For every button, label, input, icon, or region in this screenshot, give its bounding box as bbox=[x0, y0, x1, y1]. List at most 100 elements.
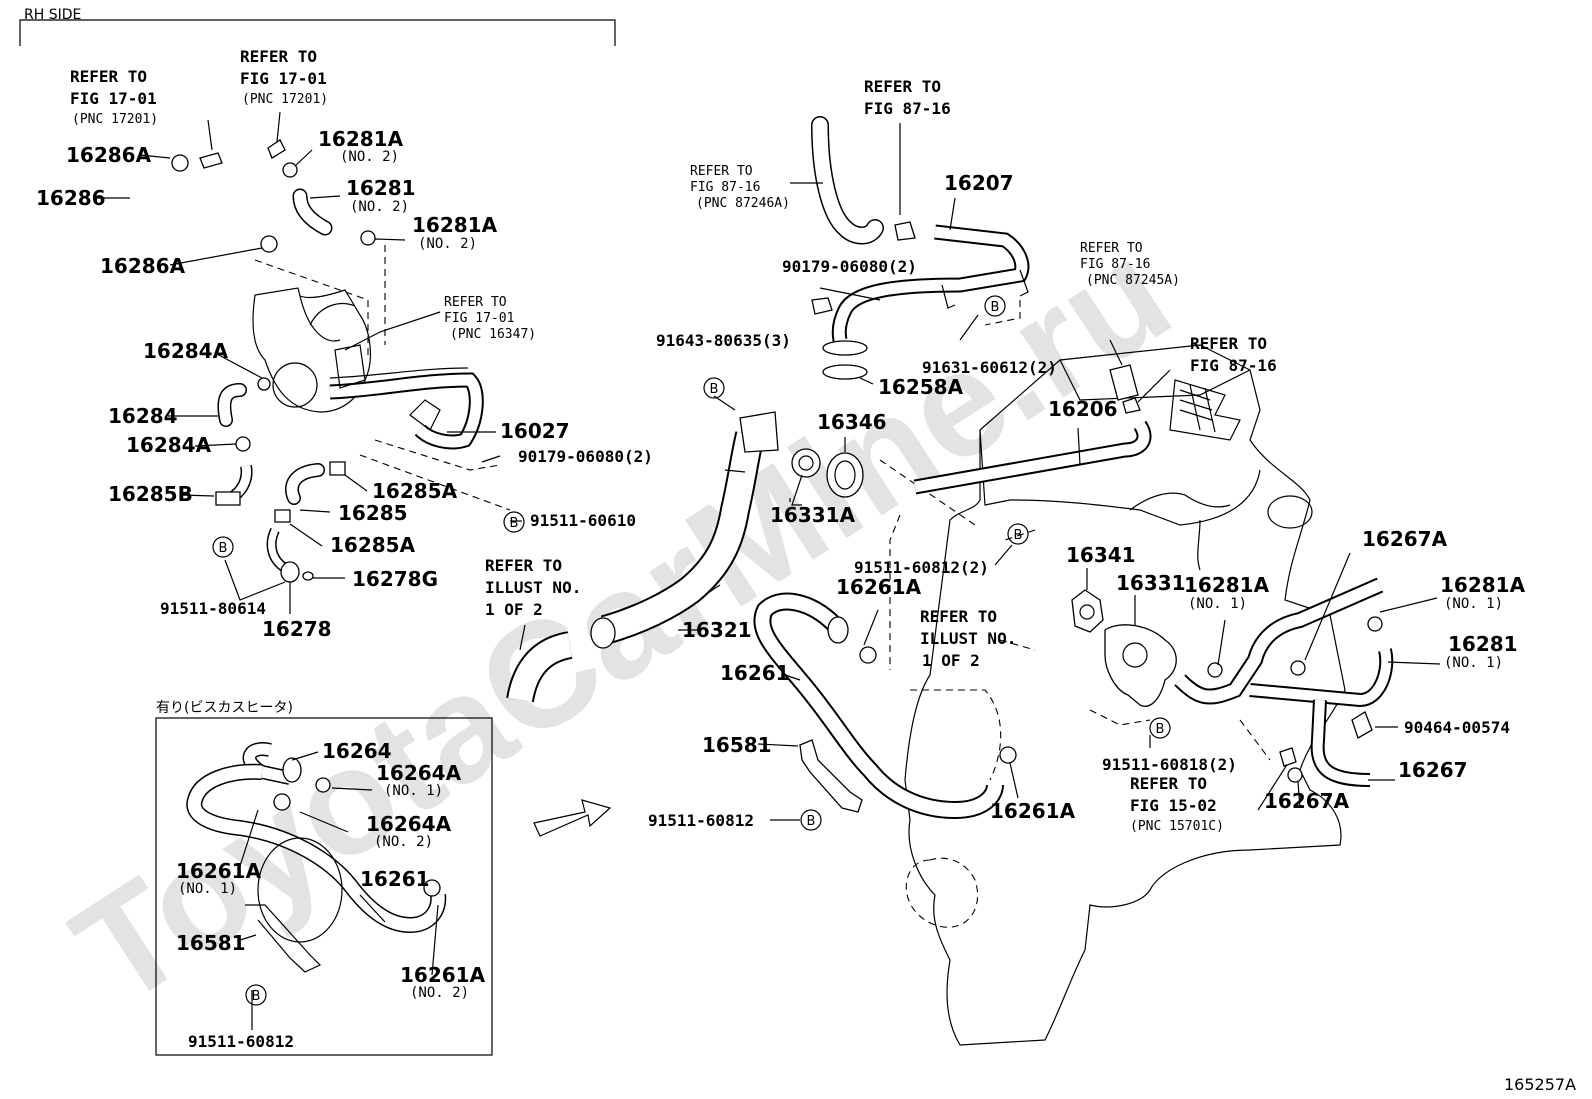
svg-text:(PNC 87245A): (PNC 87245A) bbox=[1086, 273, 1180, 288]
part-label: (NO. 1) bbox=[1444, 596, 1503, 612]
part-label: (NO. 1) bbox=[178, 881, 237, 897]
bolt-symbols: B B B B B B B B bbox=[212, 295, 1171, 1006]
part-label: 91511-60812 bbox=[188, 1032, 294, 1051]
part-label: 90464-00574 bbox=[1404, 718, 1510, 737]
section-title: RH SIDE bbox=[24, 7, 81, 23]
svg-text:B: B bbox=[710, 382, 719, 397]
part-label: 16258A bbox=[878, 375, 964, 399]
svg-text:(PNC 87246A): (PNC 87246A) bbox=[696, 196, 790, 211]
part-label: 16261 bbox=[360, 867, 430, 891]
ref-fig8716-b: REFER TO FIG 87-16 (PNC 87246A) bbox=[690, 164, 790, 211]
svg-text:REFER TO: REFER TO bbox=[690, 164, 753, 179]
ref-fig8716-a: REFER TO FIG 87-16 bbox=[864, 77, 951, 118]
part-label: 16286 bbox=[36, 186, 106, 210]
svg-text:FIG 17-01: FIG 17-01 bbox=[240, 69, 327, 88]
part-label: (NO. 1) bbox=[384, 783, 443, 799]
part-label: 16341 bbox=[1066, 543, 1136, 567]
part-label: 16285 bbox=[338, 501, 408, 525]
part-label: 16286A bbox=[66, 143, 152, 167]
part-label: 16278 bbox=[262, 617, 332, 641]
part-label: 16281A bbox=[412, 213, 498, 237]
ref-fig8716-c: REFER TO FIG 87-16 (PNC 87245A) bbox=[1080, 241, 1180, 288]
svg-text:REFER TO: REFER TO bbox=[1190, 334, 1267, 353]
bolt-b-icon: B bbox=[800, 809, 822, 831]
svg-text:B: B bbox=[991, 300, 1000, 315]
part-label: 16206 bbox=[1048, 397, 1118, 421]
svg-text:REFER TO: REFER TO bbox=[1130, 774, 1207, 793]
svg-text:FIG 87-16: FIG 87-16 bbox=[864, 99, 951, 118]
part-label: 16278G bbox=[352, 567, 438, 591]
svg-text:REFER TO: REFER TO bbox=[70, 67, 147, 86]
part-label: 16267A bbox=[1264, 789, 1350, 813]
svg-text:FIG 17-01: FIG 17-01 bbox=[444, 311, 514, 326]
part-label: 16281A bbox=[1184, 573, 1270, 597]
part-label: 16261 bbox=[720, 661, 790, 685]
part-label: 16261A bbox=[176, 859, 262, 883]
part-label: 16284A bbox=[126, 433, 212, 457]
part-labels: 16286A 16286 16286A 16281A (NO. 2) 16281… bbox=[36, 127, 1526, 1051]
part-label: 16281A bbox=[1440, 573, 1526, 597]
bolt-b-icon: B bbox=[703, 377, 725, 399]
svg-text:REFER TO: REFER TO bbox=[444, 295, 507, 310]
viscous-heater-inset bbox=[155, 717, 493, 1056]
part-label: (NO. 1) bbox=[1188, 596, 1247, 612]
part-label: 16284 bbox=[108, 404, 178, 428]
bolt-b-icon: B bbox=[1007, 523, 1029, 545]
part-label: (NO. 2) bbox=[350, 199, 409, 215]
part-label: 16285A bbox=[372, 479, 458, 503]
turbo-housing bbox=[168, 245, 522, 614]
part-label: 16581 bbox=[702, 733, 772, 757]
svg-text:REFER TO: REFER TO bbox=[864, 77, 941, 96]
part-label: 16261A bbox=[990, 799, 1076, 823]
svg-text:B: B bbox=[510, 516, 519, 531]
part-label: 16286A bbox=[100, 254, 186, 278]
part-label: 91511-60610 bbox=[530, 511, 636, 530]
bolt-b-icon: B bbox=[984, 295, 1006, 317]
part-label: 16321 bbox=[682, 618, 752, 642]
part-label: 16264A bbox=[366, 812, 452, 836]
part-label: 91511-60812 bbox=[648, 811, 754, 830]
engine-block bbox=[753, 339, 1441, 1046]
part-label: 16285A bbox=[330, 533, 416, 557]
ref-fig1701-c: REFER TO FIG 17-01 (PNC 16347) bbox=[444, 295, 536, 342]
part-label: 91511-60818(2) bbox=[1102, 755, 1237, 774]
svg-text:(PNC 15701C): (PNC 15701C) bbox=[1130, 819, 1224, 834]
part-label: 16281 bbox=[1448, 632, 1518, 656]
svg-text:B: B bbox=[252, 989, 261, 1004]
svg-text:FIG 17-01: FIG 17-01 bbox=[70, 89, 157, 108]
part-label: 90179-06080(2) bbox=[782, 257, 917, 276]
svg-text:ILLUST NO.: ILLUST NO. bbox=[920, 629, 1016, 648]
svg-text:(PNC 17201): (PNC 17201) bbox=[72, 112, 158, 127]
bolt-b-icon: B bbox=[245, 984, 267, 1006]
svg-text:(PNC 16347): (PNC 16347) bbox=[450, 327, 536, 342]
part-label: 91511-80614 bbox=[160, 599, 266, 618]
part-label: 16267A bbox=[1362, 527, 1448, 551]
part-label: 16331A bbox=[770, 503, 856, 527]
inset-title: 有り(ビスカスヒータ) bbox=[156, 700, 293, 716]
svg-text:B: B bbox=[807, 814, 816, 829]
figure-code: 165257A bbox=[1504, 1075, 1576, 1094]
part-label: 16261A bbox=[400, 963, 486, 987]
svg-text:FIG 87-16: FIG 87-16 bbox=[690, 180, 760, 195]
part-label: 16346 bbox=[817, 410, 887, 434]
part-label: (NO. 2) bbox=[374, 834, 433, 850]
svg-text:B: B bbox=[1014, 528, 1023, 543]
part-label: 16264 bbox=[322, 739, 392, 763]
part-label: 90179-06080(2) bbox=[518, 447, 653, 466]
svg-text:FIG 15-02: FIG 15-02 bbox=[1130, 796, 1217, 815]
middle-parts bbox=[506, 116, 1030, 703]
svg-text:ILLUST NO.: ILLUST NO. bbox=[485, 578, 581, 597]
inset-box bbox=[155, 717, 493, 1056]
left-upper-hoses bbox=[95, 111, 406, 266]
svg-text:1 OF 2: 1 OF 2 bbox=[922, 651, 980, 670]
direction-arrow bbox=[533, 799, 612, 837]
part-label: 16267 bbox=[1398, 758, 1468, 782]
ref-illust-a: REFER TO ILLUST NO. 1 OF 2 bbox=[485, 556, 581, 619]
part-label: (NO. 2) bbox=[418, 236, 477, 252]
svg-text:(PNC 17201): (PNC 17201) bbox=[242, 92, 328, 107]
svg-text:FIG 87-16: FIG 87-16 bbox=[1190, 356, 1277, 375]
ref-fig8716-d: REFER TO FIG 87-16 bbox=[1190, 334, 1277, 375]
part-label: 91631-60612(2) bbox=[922, 358, 1057, 377]
svg-text:REFER TO: REFER TO bbox=[485, 556, 562, 575]
part-label: 16264A bbox=[376, 761, 462, 785]
